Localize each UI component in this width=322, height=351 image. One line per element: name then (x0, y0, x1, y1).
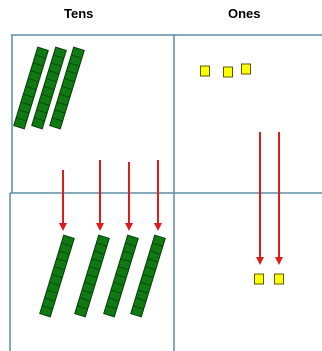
unit-cube-bottom (275, 274, 284, 284)
unit-cube-top (201, 66, 210, 76)
ten-rod-bottom (40, 235, 74, 317)
unit-cube-bottom (255, 274, 264, 284)
unit-cube-top (224, 67, 233, 77)
unit-cube-top (242, 64, 251, 74)
ten-rod-bottom (75, 235, 109, 317)
